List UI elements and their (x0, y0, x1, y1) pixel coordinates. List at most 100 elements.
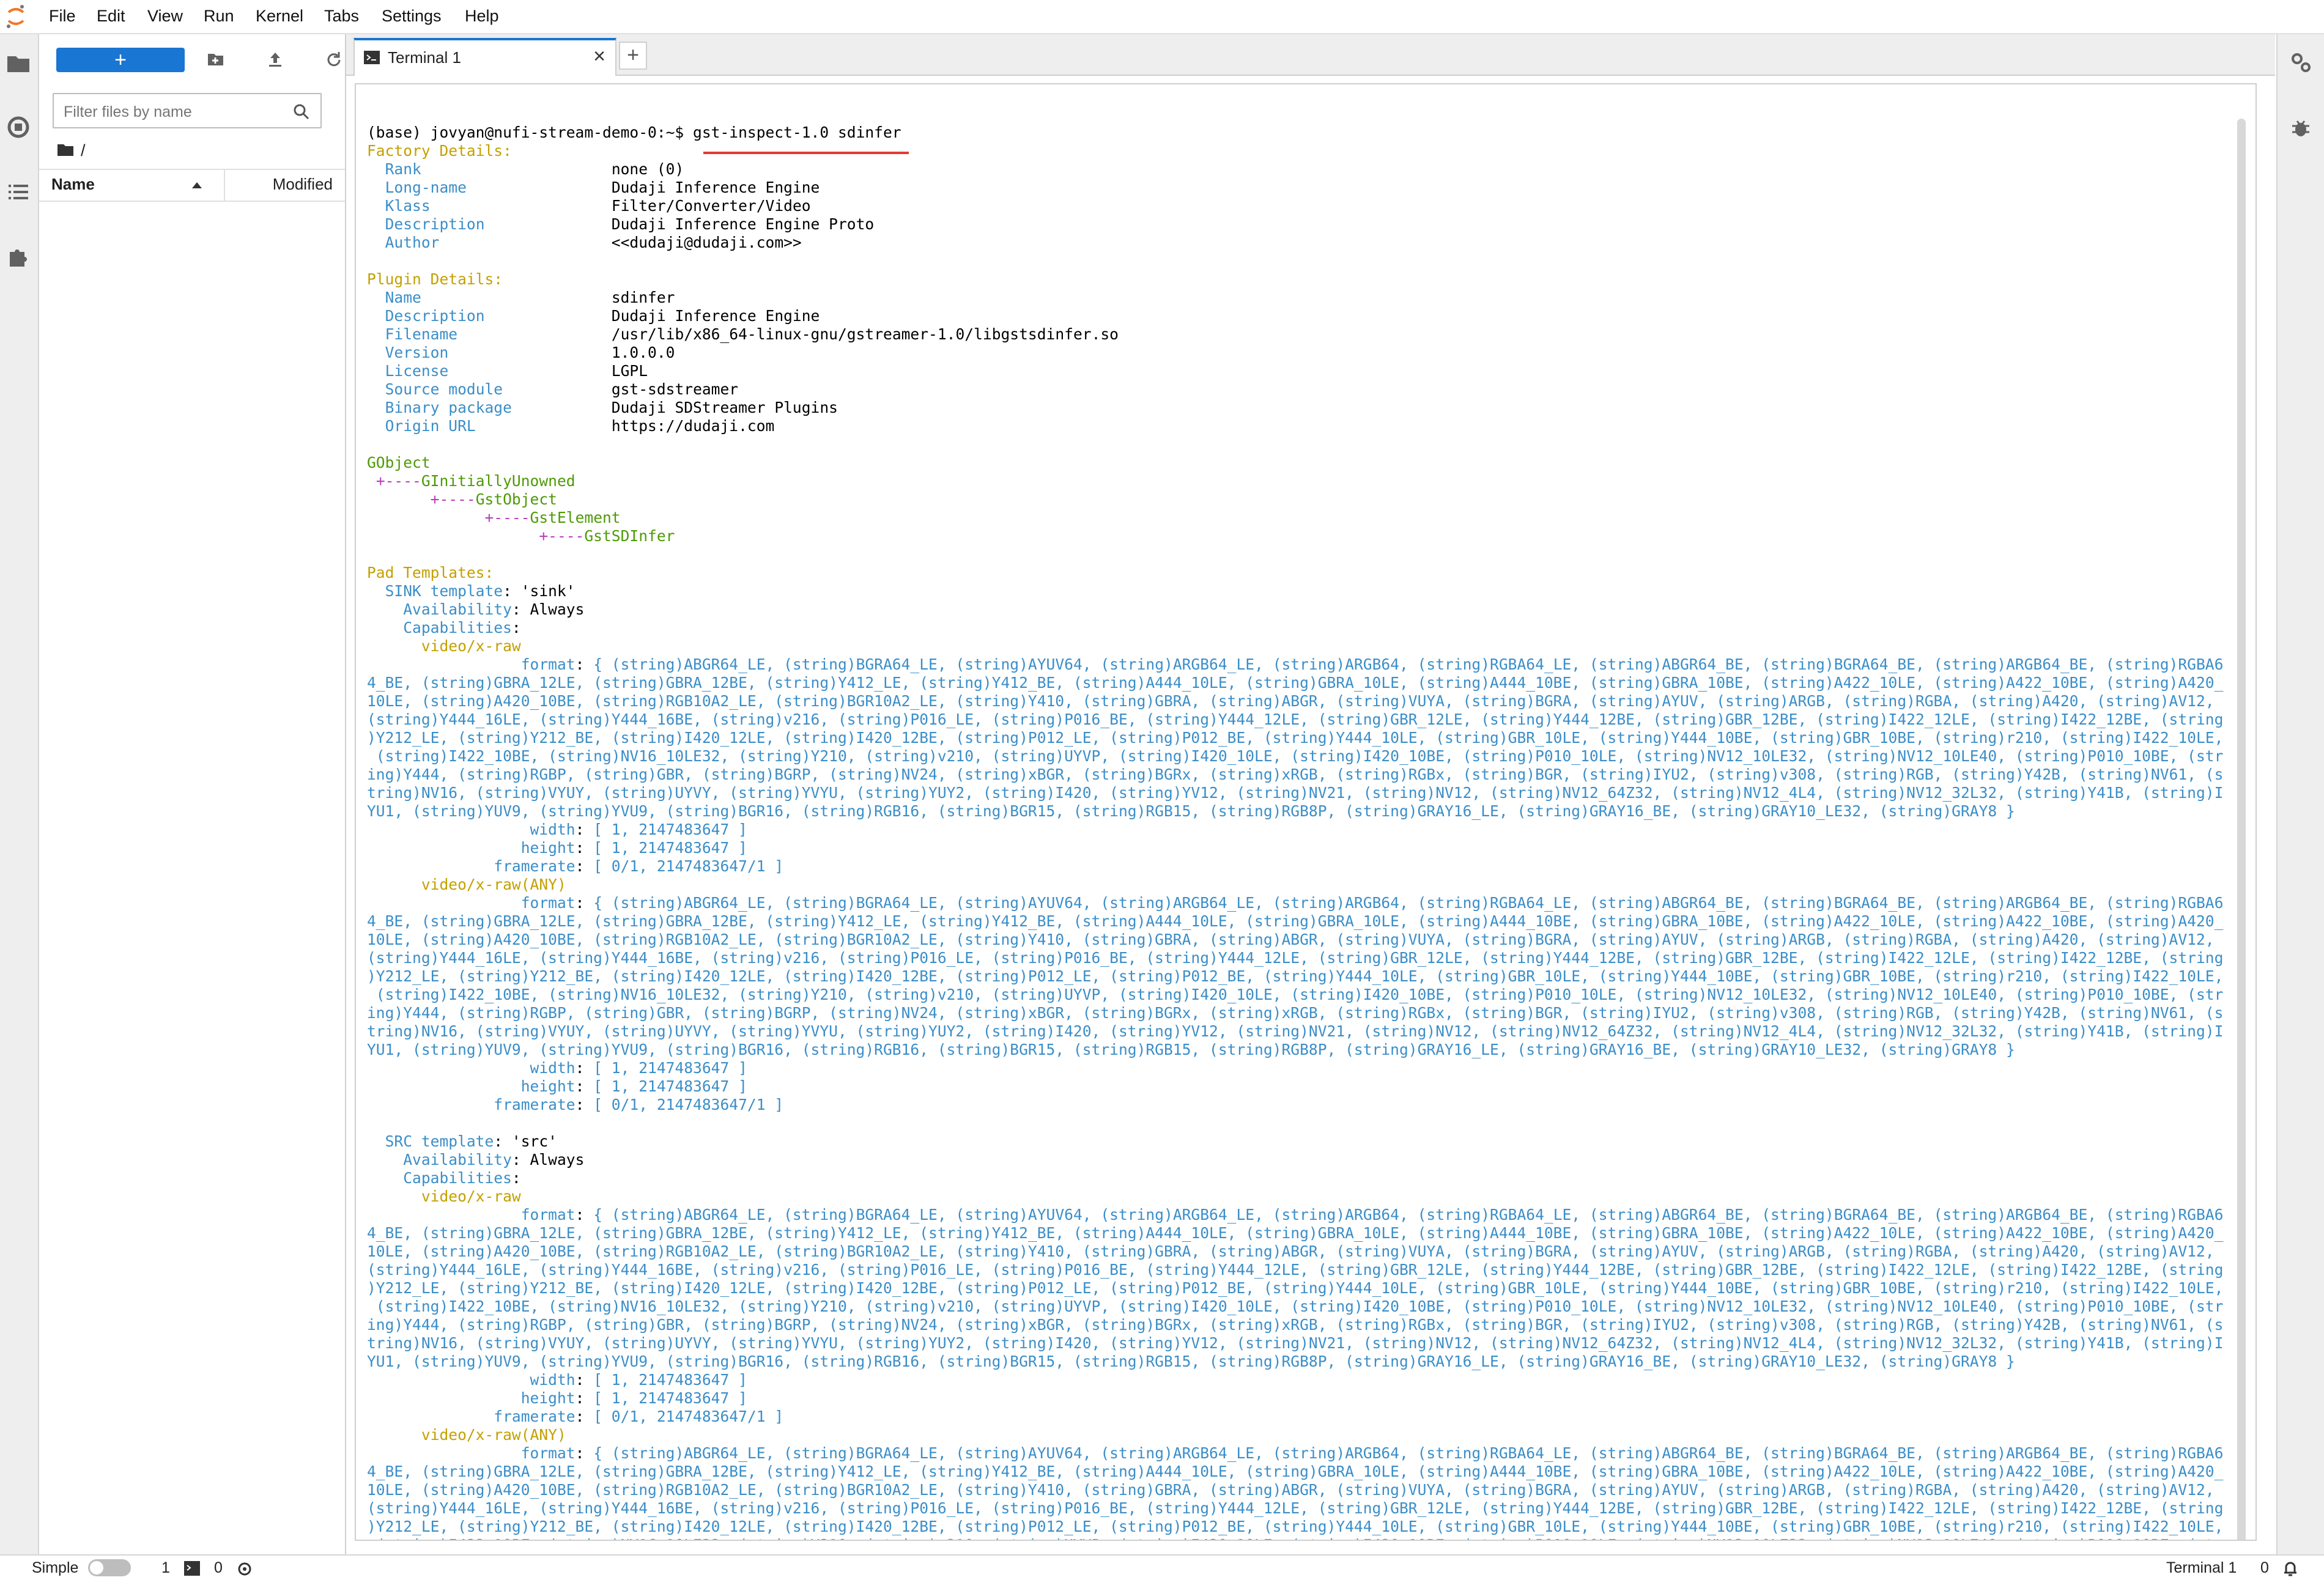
caps-name: video/x-raw (421, 1187, 521, 1205)
plugin-key: Description (385, 307, 485, 325)
menu-settings[interactable]: Settings (382, 7, 442, 25)
plugin-value: 1.0.0.0 (611, 344, 675, 361)
menu-view[interactable]: View (147, 7, 183, 25)
plugin-key: License (385, 362, 449, 380)
plugin-value: Dudaji Inference Engine (611, 307, 820, 325)
simple-mode-toggle[interactable] (88, 1559, 131, 1576)
factory-value: Dudaji Inference Engine Proto (611, 215, 875, 233)
new-folder-icon[interactable] (201, 48, 230, 72)
sort-ascending-icon[interactable] (191, 180, 203, 190)
hierarchy-node: GInitiallyUnowned (421, 472, 575, 490)
width-value: [ 1, 2147483647 ] (593, 821, 747, 838)
height-value: [ 1, 2147483647 ] (593, 1389, 747, 1407)
factory-key: Rank (385, 160, 421, 178)
menu-help[interactable]: Help (465, 7, 499, 25)
search-icon (294, 104, 309, 120)
plugin-key: Filename (385, 325, 458, 343)
pad-templates-header: Pad Templates: (367, 564, 494, 581)
caps-name: video/x-raw (421, 637, 521, 655)
factory-value: none (0) (611, 160, 684, 178)
plugin-value: sdinfer (611, 289, 675, 306)
factory-key: Long-name (385, 179, 467, 196)
menu-kernel[interactable]: Kernel (256, 7, 304, 25)
home-folder-icon[interactable] (56, 142, 75, 158)
framerate-value: [ 0/1, 2147483647/1 ] (593, 1096, 784, 1113)
height-value: [ 1, 2147483647 ] (593, 1077, 747, 1095)
new-launcher-button[interactable]: + (56, 48, 185, 72)
debugger-bug-icon[interactable] (2289, 116, 2313, 141)
plugin-key: Name (385, 289, 421, 306)
hierarchy-node: GstSDInfer (584, 527, 675, 545)
plugin-value: LGPL (611, 362, 648, 380)
filter-files-input[interactable] (62, 100, 285, 124)
column-header-modified[interactable]: Modified (272, 175, 333, 193)
tab-label: Terminal 1 (388, 48, 461, 67)
simple-mode-label: Simple (32, 1559, 79, 1576)
breadcrumb-root[interactable]: / (81, 141, 86, 160)
availability-value: Always (530, 600, 585, 618)
caps-name: video/x-raw(ANY) (421, 876, 566, 893)
notification-count[interactable]: 0 (2260, 1559, 2269, 1576)
menu-tabs[interactable]: Tabs (324, 7, 360, 25)
column-header-name[interactable]: Name (51, 175, 95, 193)
tab-terminal-1[interactable]: Terminal 1 × (353, 38, 616, 76)
terminal-view[interactable]: (base) jovyan@nufi-stream-demo-0:~$ gst-… (355, 83, 2257, 1541)
table-of-contents-icon[interactable] (5, 179, 32, 205)
kernel-count[interactable]: 0 (214, 1559, 223, 1576)
availability-value: Always (530, 1151, 585, 1168)
framerate-value: [ 0/1, 2147483647/1 ] (593, 1408, 784, 1425)
add-tab-button[interactable]: + (619, 42, 647, 70)
factory-value: <<dudaji@dudaji.com>> (611, 234, 802, 251)
factory-details-header: Factory Details: (367, 142, 512, 160)
plugin-details-header: Plugin Details: (367, 270, 503, 288)
plugin-key: Origin URL (385, 417, 476, 435)
menu-edit[interactable]: Edit (97, 7, 125, 25)
hierarchy-node: GstObject (475, 490, 557, 508)
close-tab-icon[interactable]: × (593, 45, 605, 68)
refresh-icon[interactable] (319, 48, 349, 72)
terminal-command: gst-inspect-1.0 sdinfer (693, 124, 901, 141)
plugin-key: Version (385, 344, 449, 361)
right-sidebar (2276, 34, 2324, 1554)
plugin-value: gst-sdstreamer (611, 380, 739, 398)
jupyter-logo-icon[interactable] (5, 4, 27, 29)
src-template-name: 'src' (511, 1132, 557, 1150)
property-inspector-gears-icon[interactable] (2289, 50, 2313, 75)
factory-key: Klass (385, 197, 431, 215)
folder-icon[interactable] (5, 50, 32, 77)
sink-template-name: 'sink' (520, 582, 575, 600)
extensions-puzzle-icon[interactable] (5, 243, 32, 270)
terminal-scrollbar[interactable] (2237, 119, 2246, 1540)
active-tab-label: Terminal 1 (2166, 1559, 2237, 1576)
running-sessions-icon[interactable] (5, 114, 32, 141)
notification-bell-icon[interactable] (2281, 1559, 2300, 1578)
width-value: [ 1, 2147483647 ] (593, 1059, 747, 1077)
factory-key: Author (385, 234, 440, 251)
factory-value: Dudaji Inference Engine (611, 179, 820, 196)
plugin-value: https://dudaji.com (611, 417, 775, 435)
file-list-header: Name Modified (39, 169, 345, 202)
menu-file[interactable]: File (49, 7, 76, 25)
plugin-key: Source module (385, 380, 503, 398)
terminal-output: (base) jovyan@nufi-stream-demo-0:~$ gst-… (367, 124, 2224, 1540)
terminal-count[interactable]: 1 (161, 1559, 170, 1576)
plugin-value: /usr/lib/x86_64-linux-gnu/gstreamer-1.0/… (611, 325, 1119, 343)
menu-run[interactable]: Run (204, 7, 234, 25)
column-divider (224, 170, 225, 201)
factory-key: Description (385, 215, 485, 233)
plugin-key: Binary package (385, 399, 512, 416)
hierarchy-node: GstElement (530, 509, 621, 526)
terminal-icon (364, 51, 380, 64)
left-activity-bar (0, 34, 39, 1554)
menu-bar: File Edit View Run Kernel Tabs Settings … (0, 0, 2324, 34)
hierarchy-root: GObject (367, 454, 431, 471)
kernel-status-icon[interactable] (236, 1560, 253, 1578)
filter-files-box (53, 93, 322, 128)
caps-name: video/x-raw(ANY) (421, 1426, 566, 1444)
terminal-status-icon[interactable] (183, 1560, 201, 1576)
factory-value: Filter/Converter/Video (611, 197, 811, 215)
plugin-value: Dudaji SDStreamer Plugins (611, 399, 838, 416)
tab-bar: Terminal 1 × + (346, 34, 2275, 76)
upload-icon[interactable] (261, 48, 290, 72)
command-underline-annotation (703, 152, 909, 154)
